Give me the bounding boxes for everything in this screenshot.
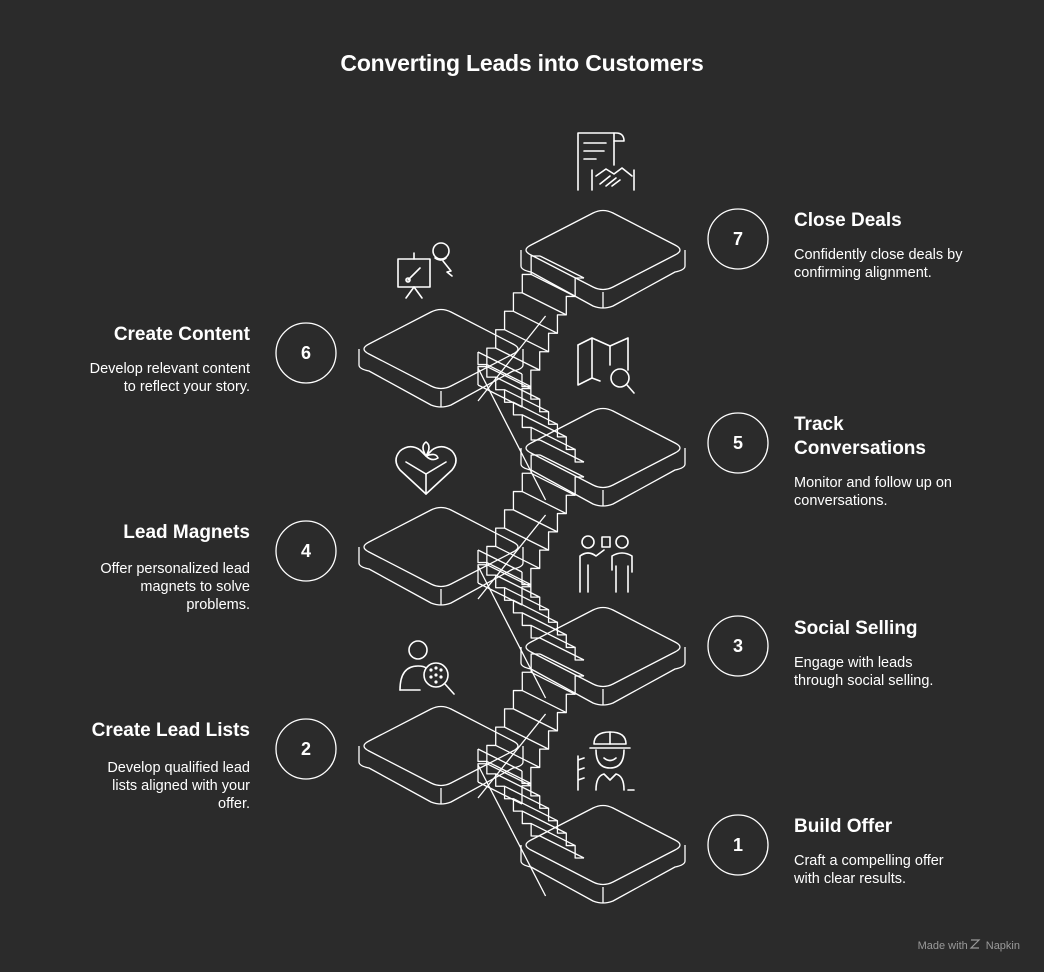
- step-number-2: 2: [300, 739, 311, 759]
- footer-brand: Napkin: [985, 940, 1020, 952]
- step-desc-4: Offer personalized lead magnets to solve…: [100, 561, 250, 613]
- step-number-3: 3: [732, 636, 743, 656]
- step-desc-5: Monitor and follow up on conversations.: [794, 475, 952, 509]
- step-circle: [275, 718, 337, 780]
- step-title-5: Track Conversations: [794, 414, 926, 459]
- stair-flight-5-6: [477, 351, 585, 501]
- stair-flight-4-5: [477, 454, 585, 606]
- napkin-logo-icon: [969, 939, 981, 949]
- person-search-icon: [399, 640, 455, 695]
- step-number-6: 6: [300, 343, 311, 363]
- contract-handshake-icon: [577, 132, 635, 191]
- step-desc-3: Engage with leads through social selling…: [794, 655, 934, 689]
- step-circle: [707, 208, 769, 270]
- step-desc-7: Confidently close deals by confirming al…: [794, 247, 963, 281]
- step-desc-6: Develop relevant content to reflect your…: [89, 361, 250, 395]
- step-circle: [707, 814, 769, 876]
- step-circle: [275, 520, 337, 582]
- page-title: Converting Leads into Customers: [340, 50, 704, 76]
- presenter-icon: [579, 535, 633, 593]
- footer-made-with: Made with: [917, 940, 968, 952]
- platform-7: [520, 804, 686, 904]
- platform-4: [358, 506, 524, 606]
- step-desc-2: Develop qualified lead lists aligned wit…: [107, 760, 250, 812]
- step-number-5: 5: [732, 433, 743, 453]
- platform-6: [358, 705, 524, 805]
- step-circle: [275, 322, 337, 384]
- step-title-1: Build Offer: [794, 816, 893, 837]
- step-desc-1: Craft a compelling offer with clear resu…: [794, 853, 944, 887]
- step-circle: [707, 412, 769, 474]
- step-number-1: 1: [732, 835, 743, 855]
- platform-2: [358, 308, 524, 408]
- stair-flight-3-4: [477, 549, 585, 699]
- step-number-7: 7: [732, 229, 743, 249]
- step-title-6: Create Content: [113, 324, 250, 345]
- footer-credit: Made with Napkin: [918, 940, 1020, 952]
- stair-flight-1-2: [477, 748, 585, 897]
- platform-1: [520, 209, 686, 309]
- step-circle: [707, 615, 769, 677]
- step-title-4: Lead Magnets: [123, 522, 250, 543]
- map-search-icon: [577, 337, 635, 394]
- step-title-3: Social Selling: [794, 618, 918, 639]
- builder-icon: [577, 731, 635, 791]
- stair-flight-6-7: [477, 255, 585, 408]
- step-title-2: Create Lead Lists: [91, 720, 250, 741]
- step-title-7: Close Deals: [794, 210, 902, 231]
- easel-creator-icon: [397, 242, 453, 299]
- step-number-4: 4: [300, 541, 311, 561]
- stair-flight-2-3: [477, 653, 585, 805]
- gift-heart-icon: [395, 441, 457, 495]
